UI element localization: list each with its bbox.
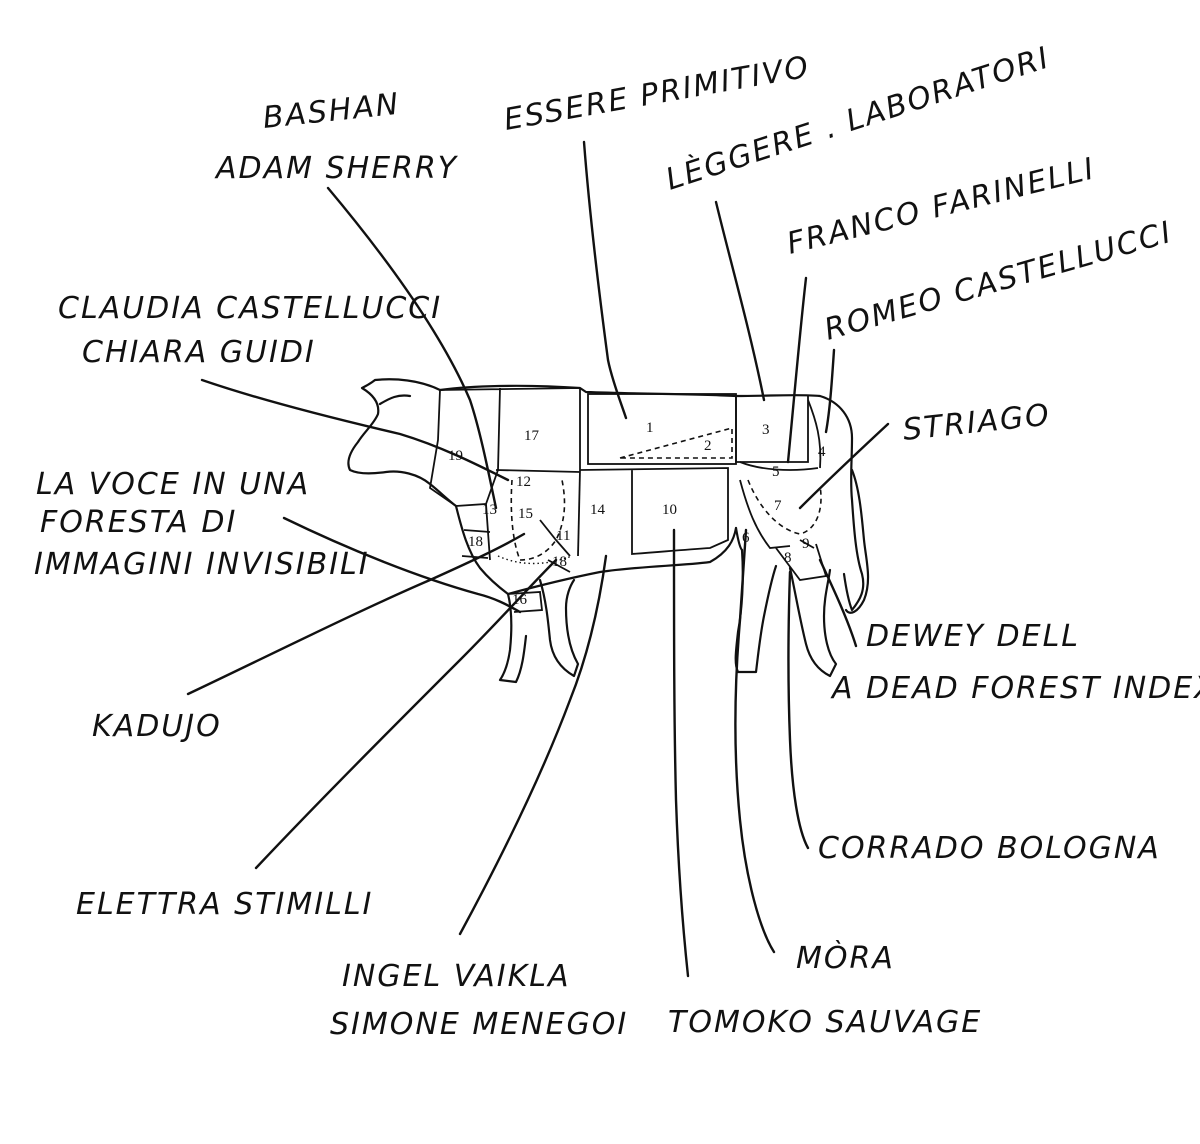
leader-corrado-bologna	[787, 570, 810, 850]
cow-belly-outline	[506, 526, 738, 596]
label-mora: MÒRA	[796, 939, 895, 976]
leader-dewey-dell	[818, 558, 858, 648]
cut-4-border	[807, 399, 822, 469]
cut-15-dots	[497, 555, 573, 565]
label-elettra-stimilli: ELETTRA STIMILLI	[76, 887, 373, 922]
cow-hind-leg-2	[788, 566, 838, 678]
label-la-voce-line3: IMMAGINI INVISIBILI	[34, 547, 370, 582]
leader-leggere	[714, 200, 766, 402]
cut-number-15: 15	[518, 506, 533, 522]
label-tomoko-sauvage: TOMOKO SAUVAGE	[668, 1005, 982, 1040]
cut-11-border	[539, 519, 571, 573]
label-ingel-vaikla: INGEL VAIKLA	[342, 959, 571, 994]
cut-number-7: 7	[774, 498, 782, 514]
label-striago: STRIAGO	[901, 398, 1052, 448]
cow-outline	[347, 378, 870, 684]
label-essere-primitivo: ESSERE PRIMITIVO	[501, 50, 812, 138]
cut-3-border	[735, 396, 809, 463]
cow-chest-outline	[454, 504, 510, 596]
leader-striago	[798, 422, 890, 510]
cut-number-5: 5	[772, 464, 780, 480]
cut-number-11: 11	[556, 528, 570, 544]
label-claudia-castellucci: CLAUDIA CASTELLUCCI	[58, 291, 442, 326]
cow-back-outline	[438, 384, 865, 612]
cut-numbers: 1 2 3 4 5 6 7 8 9 10 11 12 13 14 15 16 1…	[448, 420, 826, 608]
label-kadujo: KADUJO	[92, 709, 222, 744]
leader-ingel-vaikla	[458, 554, 608, 936]
label-franco-farinelli: FRANCO FARINELLI	[783, 151, 1099, 262]
labels: BASHAN ADAM SHERRY ESSERE PRIMITIVO LÈGG…	[34, 39, 1200, 1042]
cut-1-box	[587, 393, 737, 465]
cut-2-dash	[619, 426, 733, 459]
leader-bashan	[326, 186, 498, 510]
label-chiara-guidi: CHIARA GUIDI	[82, 335, 316, 370]
cut-number-16: 16	[512, 592, 528, 608]
cut-lines	[429, 387, 828, 613]
label-adam-sherry: ADAM SHERRY	[214, 151, 459, 186]
cow-tail-outline	[844, 468, 870, 614]
cut-number-1: 1	[646, 420, 654, 436]
label-leggere-laboratori: LÈGGERE . LABORATORI	[661, 39, 1054, 197]
cut-number-18-right: 18	[552, 554, 567, 570]
cut-10-box	[579, 467, 729, 555]
cow-front-leg-2	[538, 578, 580, 678]
label-simone-menegoi: SIMONE MENEGOI	[330, 1007, 628, 1042]
cut-14-border	[577, 469, 581, 557]
cut-18-border	[461, 529, 491, 559]
cut-number-3: 3	[762, 422, 770, 438]
cut-6-border	[739, 479, 791, 549]
leader-tomoko-sauvage	[672, 528, 690, 978]
cut-number-9: 9	[802, 536, 810, 552]
cow-ear-outline	[378, 394, 412, 406]
label-la-voce-line1: LA VOCE IN UNA	[36, 467, 310, 502]
cut-number-18-left: 18	[468, 534, 483, 550]
cut-17-border	[439, 387, 581, 471]
leader-kadujo	[186, 532, 526, 696]
label-bashan: BASHAN	[261, 87, 402, 136]
leader-elettra-stimilli	[254, 558, 558, 870]
leader-la-voce	[282, 516, 522, 614]
cut-9-border	[799, 539, 815, 549]
cut-7-dash	[747, 479, 822, 535]
cut-number-17: 17	[524, 428, 540, 444]
cut-15-dash	[510, 479, 566, 561]
cut-number-13: 13	[482, 502, 497, 518]
leader-claudia-castellucci	[200, 378, 510, 482]
leader-franco-farinelli	[786, 276, 808, 464]
cut-number-4: 4	[818, 444, 826, 460]
label-a-dead-forest-index: A DEAD FOREST INDEX	[830, 671, 1200, 706]
label-dewey-dell: DEWEY DELL	[866, 619, 1080, 654]
cut-number-12: 12	[516, 474, 531, 490]
cut-number-14: 14	[590, 502, 606, 518]
leader-lines	[186, 140, 890, 978]
leader-mora	[734, 528, 776, 954]
leader-romeo-castellucci	[824, 348, 836, 434]
leader-essere-primitivo	[582, 140, 628, 420]
label-la-voce-line2: FORESTA DI	[40, 505, 237, 540]
cow-rump-outline	[734, 526, 744, 552]
cut-number-10: 10	[662, 502, 677, 518]
cut-number-2: 2	[704, 438, 712, 454]
cut-12-line	[495, 469, 581, 473]
cut-number-8: 8	[784, 550, 792, 566]
cut-5-line	[739, 461, 819, 471]
cow-head-outline	[347, 378, 458, 508]
cut-19-border	[429, 389, 457, 507]
cow-front-leg-1	[498, 592, 528, 684]
label-corrado-bologna: CORRADO BOLOGNA	[818, 831, 1161, 866]
